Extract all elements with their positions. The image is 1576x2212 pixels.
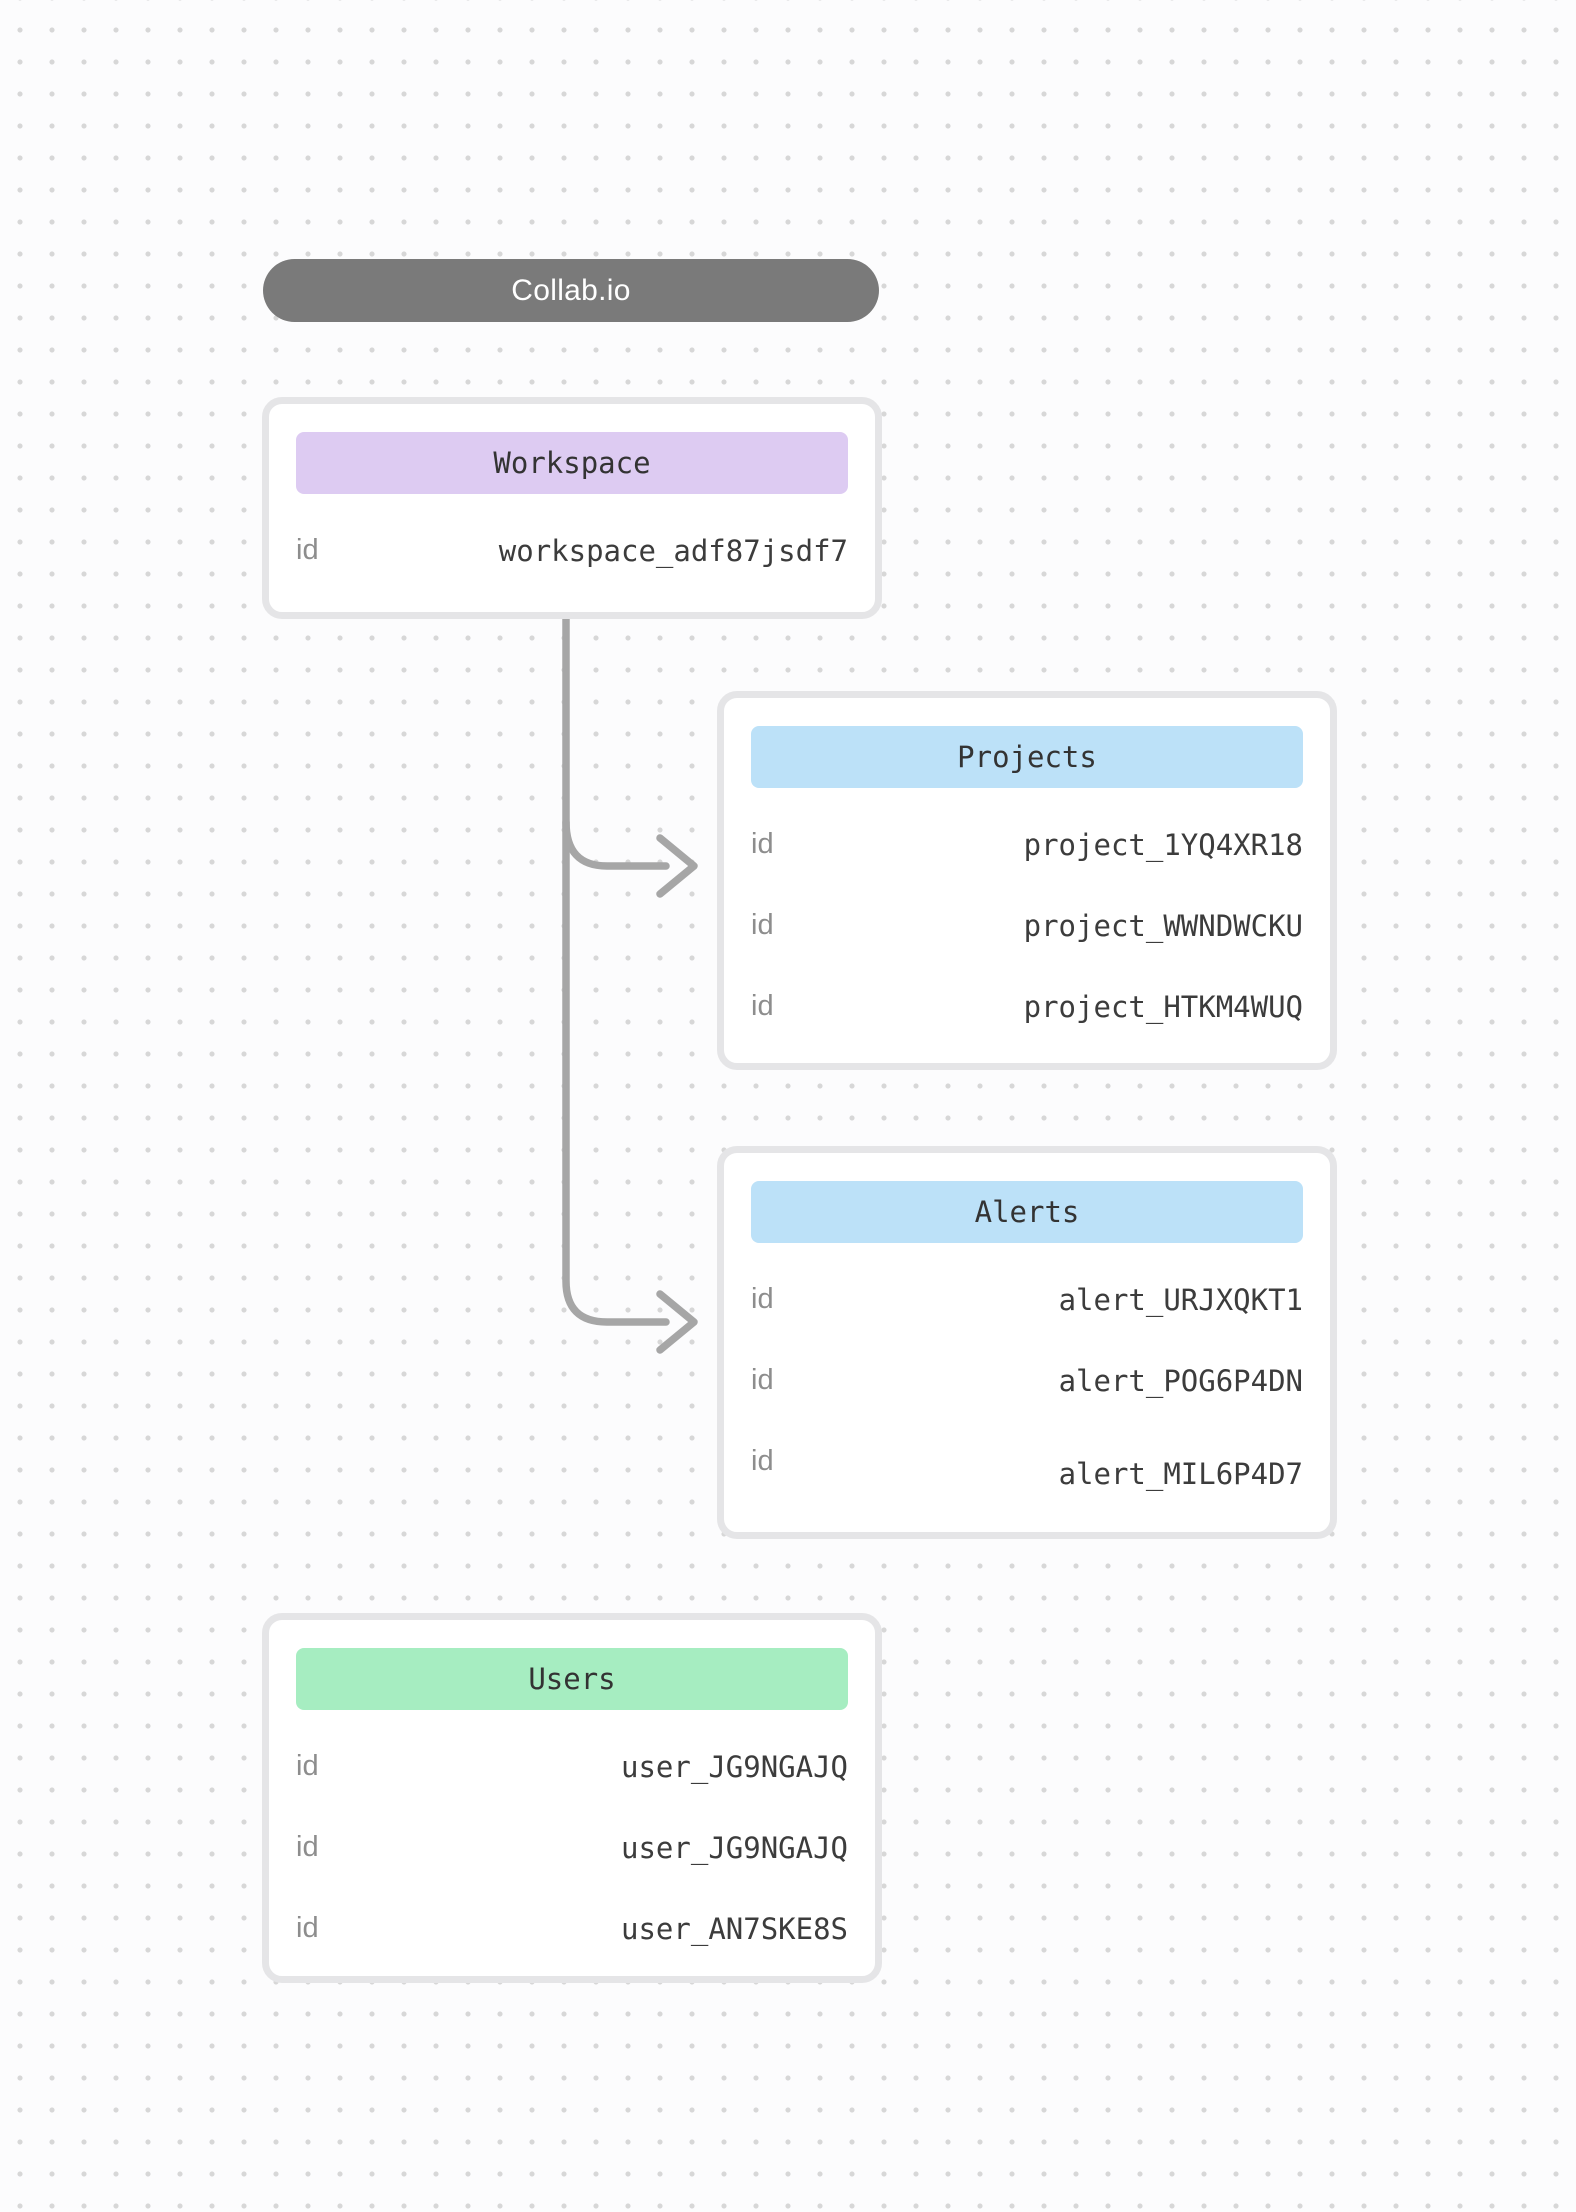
field-label: id bbox=[751, 1283, 774, 1315]
entity-users-title: Users bbox=[528, 1662, 616, 1696]
connector-workspace-to-projects bbox=[562, 818, 670, 870]
field-label: id bbox=[751, 1364, 774, 1396]
field-value: project_HTKM4WUQ bbox=[1023, 989, 1303, 1024]
field-value: alert_MIL6P4D7 bbox=[1058, 1456, 1303, 1491]
field-value: project_WWNDWCKU bbox=[1023, 908, 1303, 943]
connector-workspace-to-alerts bbox=[562, 615, 670, 1326]
field-row: id project_1YQ4XR18 bbox=[751, 804, 1303, 885]
field-label: id bbox=[751, 990, 774, 1022]
entity-users-header: Users bbox=[296, 1648, 848, 1710]
field-value: user_JG9NGAJQ bbox=[621, 1830, 848, 1865]
field-row: id user_JG9NGAJQ bbox=[296, 1726, 848, 1807]
field-value: workspace_adf87jsdf7 bbox=[498, 533, 848, 568]
app-title: Collab.io bbox=[511, 273, 631, 307]
entity-projects-header: Projects bbox=[751, 726, 1303, 788]
entity-workspace-title: Workspace bbox=[493, 446, 651, 480]
entity-alerts-rows: id alert_URJXQKT1 id alert_POG6P4DN id a… bbox=[751, 1259, 1303, 1502]
field-row: id project_WWNDWCKU bbox=[751, 885, 1303, 966]
entity-alerts[interactable]: Alerts id alert_URJXQKT1 id alert_POG6P4… bbox=[717, 1146, 1337, 1539]
entity-workspace-rows: id workspace_adf87jsdf7 bbox=[296, 510, 848, 591]
entity-users-rows: id user_JG9NGAJQ id user_JG9NGAJQ id use… bbox=[296, 1726, 848, 1969]
field-label: id bbox=[751, 828, 774, 860]
field-label: id bbox=[751, 909, 774, 941]
field-value: user_AN7SKE8S bbox=[621, 1911, 848, 1946]
entity-projects-title: Projects bbox=[957, 740, 1097, 774]
field-row: id alert_POG6P4DN bbox=[751, 1340, 1303, 1421]
field-row: id alert_URJXQKT1 bbox=[751, 1259, 1303, 1340]
entity-workspace[interactable]: Workspace id workspace_adf87jsdf7 bbox=[262, 397, 882, 619]
field-label: id bbox=[296, 1912, 319, 1944]
field-label: id bbox=[296, 534, 319, 566]
field-label: id bbox=[296, 1750, 319, 1782]
field-row: id alert_MIL6P4D7 bbox=[751, 1421, 1303, 1502]
entity-users[interactable]: Users id user_JG9NGAJQ id user_JG9NGAJQ … bbox=[262, 1613, 882, 1983]
entity-alerts-title: Alerts bbox=[974, 1195, 1080, 1229]
entity-workspace-header: Workspace bbox=[296, 432, 848, 494]
app-title-pill[interactable]: Collab.io bbox=[263, 259, 879, 322]
field-value: user_JG9NGAJQ bbox=[621, 1749, 848, 1784]
field-value: alert_URJXQKT1 bbox=[1058, 1282, 1303, 1317]
field-label: id bbox=[296, 1831, 319, 1863]
field-value: alert_POG6P4DN bbox=[1058, 1363, 1303, 1398]
field-row: id user_AN7SKE8S bbox=[296, 1888, 848, 1969]
arrowhead-alerts-icon bbox=[656, 1290, 698, 1354]
field-row: id user_JG9NGAJQ bbox=[296, 1807, 848, 1888]
entity-alerts-header: Alerts bbox=[751, 1181, 1303, 1243]
field-row: id project_HTKM4WUQ bbox=[751, 966, 1303, 1047]
field-value: project_1YQ4XR18 bbox=[1023, 827, 1303, 862]
entity-projects-rows: id project_1YQ4XR18 id project_WWNDWCKU … bbox=[751, 804, 1303, 1047]
field-label: id bbox=[751, 1445, 774, 1477]
entity-projects[interactable]: Projects id project_1YQ4XR18 id project_… bbox=[717, 691, 1337, 1070]
field-row: id workspace_adf87jsdf7 bbox=[296, 510, 848, 591]
arrowhead-projects-icon bbox=[656, 834, 698, 898]
